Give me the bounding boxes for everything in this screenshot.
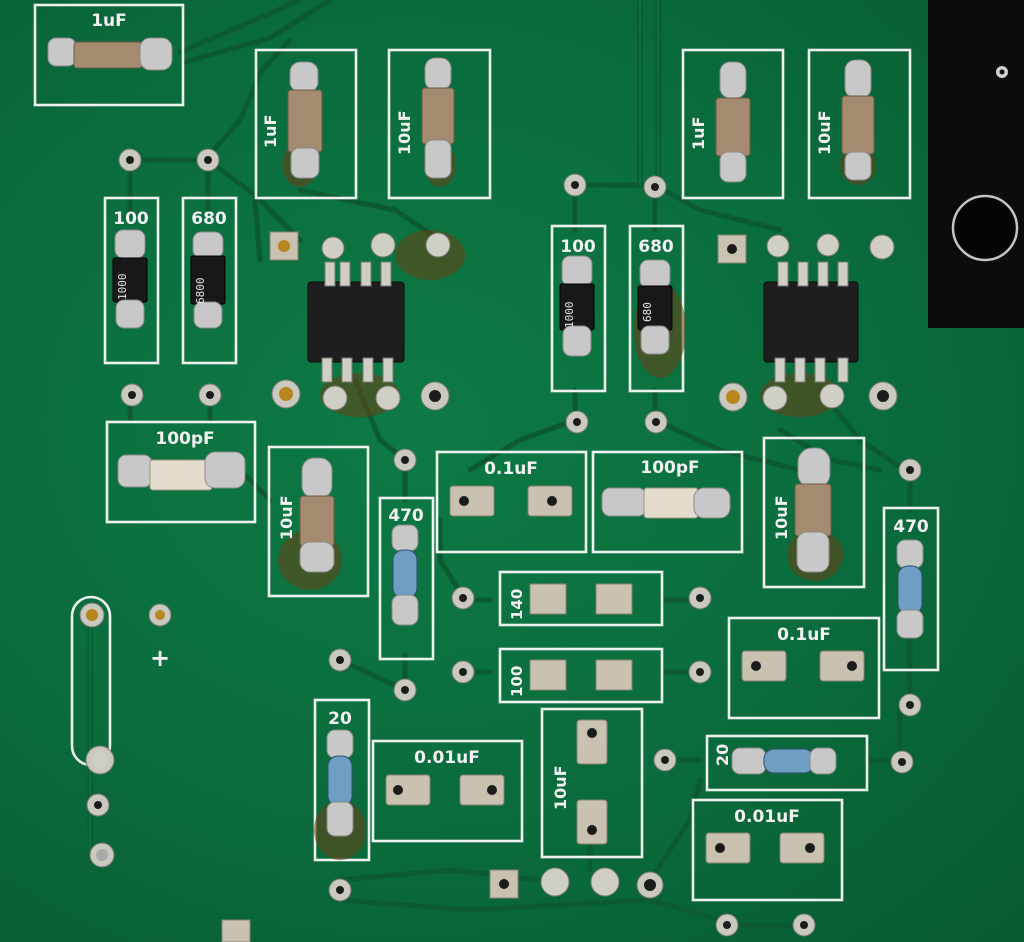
- label-100pf-a: 100pF: [155, 429, 214, 449]
- label-100pf-b: 100pF: [640, 458, 699, 478]
- part-marking-100-a: 1000: [116, 274, 129, 301]
- part-marking-100-b: 1000: [563, 302, 576, 329]
- part-marking-680-b: 680: [641, 302, 654, 322]
- label-680-b: 680: [638, 237, 674, 257]
- label-10uf-e: 10uF: [551, 765, 570, 810]
- vias: [79, 148, 922, 942]
- black-panel: [928, 0, 1024, 328]
- label-680-a: 680: [191, 209, 227, 229]
- label-1uf-top: 1uF: [91, 11, 127, 31]
- label-470-b: 470: [893, 517, 929, 537]
- empty-pads: [385, 485, 865, 864]
- label-0-01uf-a: 0.01uF: [414, 748, 480, 768]
- label-0-01uf-b: 0.01uF: [734, 807, 800, 827]
- label-100-c: 100: [508, 666, 526, 697]
- label-20-b: 20: [713, 744, 732, 766]
- label-0-1uf-b: 0.1uF: [777, 625, 831, 645]
- label-1uf-a: 1uF: [261, 115, 280, 148]
- silkscreen-outlines: [33, 3, 940, 902]
- label-10uf-b: 10uF: [815, 110, 834, 155]
- label-140: 140: [508, 589, 526, 620]
- smd-capacitors: [47, 37, 875, 573]
- label-100-b: 100: [560, 237, 596, 257]
- label-20-a: 20: [328, 709, 352, 729]
- label-470-a: 470: [388, 506, 424, 526]
- label-plus: +: [150, 644, 170, 672]
- label-100-a: 100: [113, 209, 149, 229]
- silkscreen-labels: 1uF 1uF 10uF 1uF 10uF 100 680 100 680 10…: [91, 11, 929, 827]
- part-marking-680-a: 6800: [194, 278, 207, 305]
- label-1uf-b: 1uF: [689, 117, 708, 150]
- label-10uf-d: 10uF: [772, 495, 791, 540]
- label-10uf-a: 10uF: [395, 110, 414, 155]
- ic-chips: [307, 232, 895, 411]
- label-0-1uf-a: 0.1uF: [484, 459, 538, 479]
- axial-resistors: [326, 524, 924, 837]
- smd-resistors: 1000 6800 1000 680: [112, 229, 673, 357]
- label-10uf-c: 10uF: [277, 495, 296, 540]
